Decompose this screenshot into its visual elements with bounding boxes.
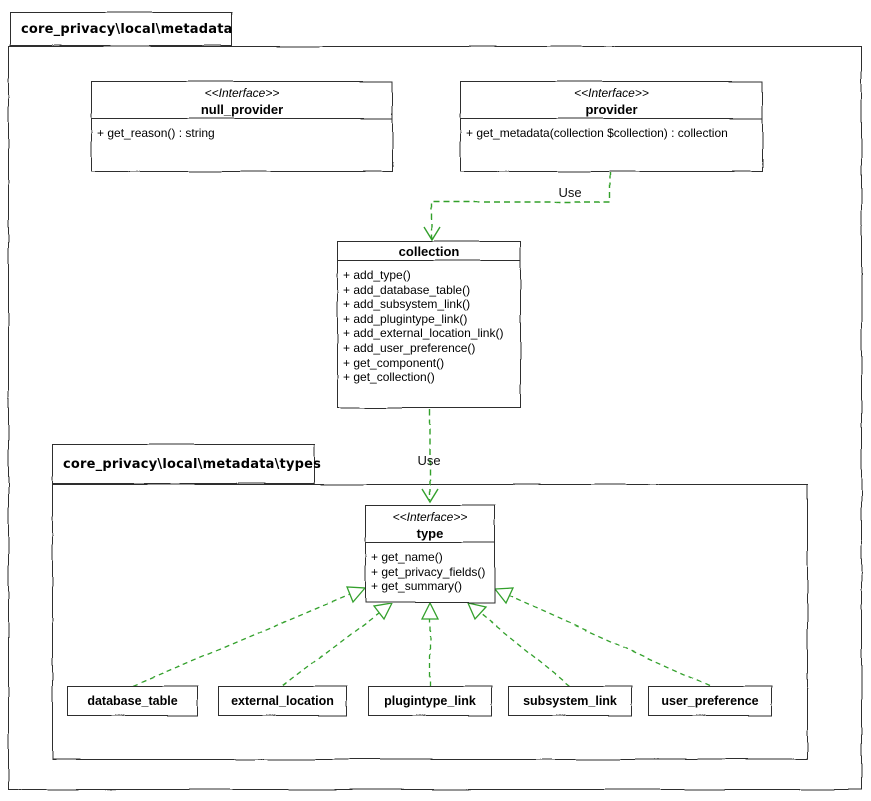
class-collection: collection + add_type()+ add_database_ta… — [337, 241, 521, 408]
class-plugintype-link: plugintype_link — [368, 686, 492, 716]
package-label: core_privacy\local\metadata\types — [63, 456, 322, 472]
class-header: <<Interface>> type — [365, 505, 495, 542]
method-line: + add_subsystem_link() — [343, 297, 471, 312]
class-header: collection — [337, 241, 521, 260]
class-name: plugintype_link — [384, 693, 476, 708]
stereotype-label: <<Interface>> — [574, 86, 649, 100]
method-line: + add_type() — [343, 268, 411, 282]
class-name: collection — [398, 244, 460, 259]
method-line: + add_plugintype_link() — [343, 311, 468, 326]
class-name: external_location — [231, 693, 334, 708]
stereotype-label: <<Interface>> — [204, 86, 280, 100]
package-tab-core-privacy-local-metadata: core_privacy\local\metadata — [10, 12, 232, 46]
method-line: + add_database_table() — [343, 282, 471, 297]
stereotype-label: <<Interface>> — [392, 510, 468, 524]
class-database-table: database_table — [67, 686, 198, 716]
method-list: + get_metadata(collection $collection) :… — [460, 119, 763, 141]
method-line: + add_external_location_link() — [343, 326, 504, 341]
method-line: + get_summary() — [371, 579, 463, 594]
class-header: <<Interface>> provider — [460, 81, 763, 118]
class-name: user_preference — [661, 693, 759, 708]
class-null-provider: <<Interface>> null_provider + get_reason… — [91, 81, 393, 172]
header-separator — [366, 542, 494, 543]
class-user-preference: user_preference — [648, 686, 772, 716]
class-external-location: external_location — [218, 686, 347, 716]
class-name: null_provider — [200, 102, 284, 117]
header-separator — [461, 118, 762, 119]
method-list: + get_reason() : string — [91, 119, 393, 141]
method-line: + get_privacy_fields() — [371, 564, 486, 579]
class-type: <<Interface>> type + get_name()+ get_pri… — [365, 505, 495, 603]
package-tab-types: core_privacy\local\metadata\types — [52, 444, 322, 484]
method-list: + get_name()+ get_privacy_fields()+ get_… — [365, 543, 495, 594]
header-separator — [92, 118, 392, 119]
method-list: + add_type()+ add_database_table()+ add_… — [337, 261, 521, 385]
class-name: type — [416, 526, 444, 541]
class-provider: <<Interface>> provider + get_metadata(co… — [460, 81, 763, 172]
method-line: + get_name() — [371, 550, 443, 564]
method-line: + get_metadata(collection $collection) :… — [466, 126, 728, 140]
method-line: + get_reason() : string — [97, 126, 215, 140]
header-separator — [338, 260, 520, 261]
method-line: + add_user_preference() — [343, 340, 476, 355]
class-name: subsystem_link — [523, 693, 617, 708]
package-label: core_privacy\local\metadata — [21, 21, 233, 37]
method-line: + get_collection() — [343, 370, 435, 385]
class-name: provider — [585, 102, 638, 117]
method-line: + get_component() — [343, 355, 445, 370]
class-subsystem-link: subsystem_link — [508, 686, 632, 716]
class-name: database_table — [87, 693, 178, 708]
class-header: <<Interface>> null_provider — [91, 81, 393, 118]
